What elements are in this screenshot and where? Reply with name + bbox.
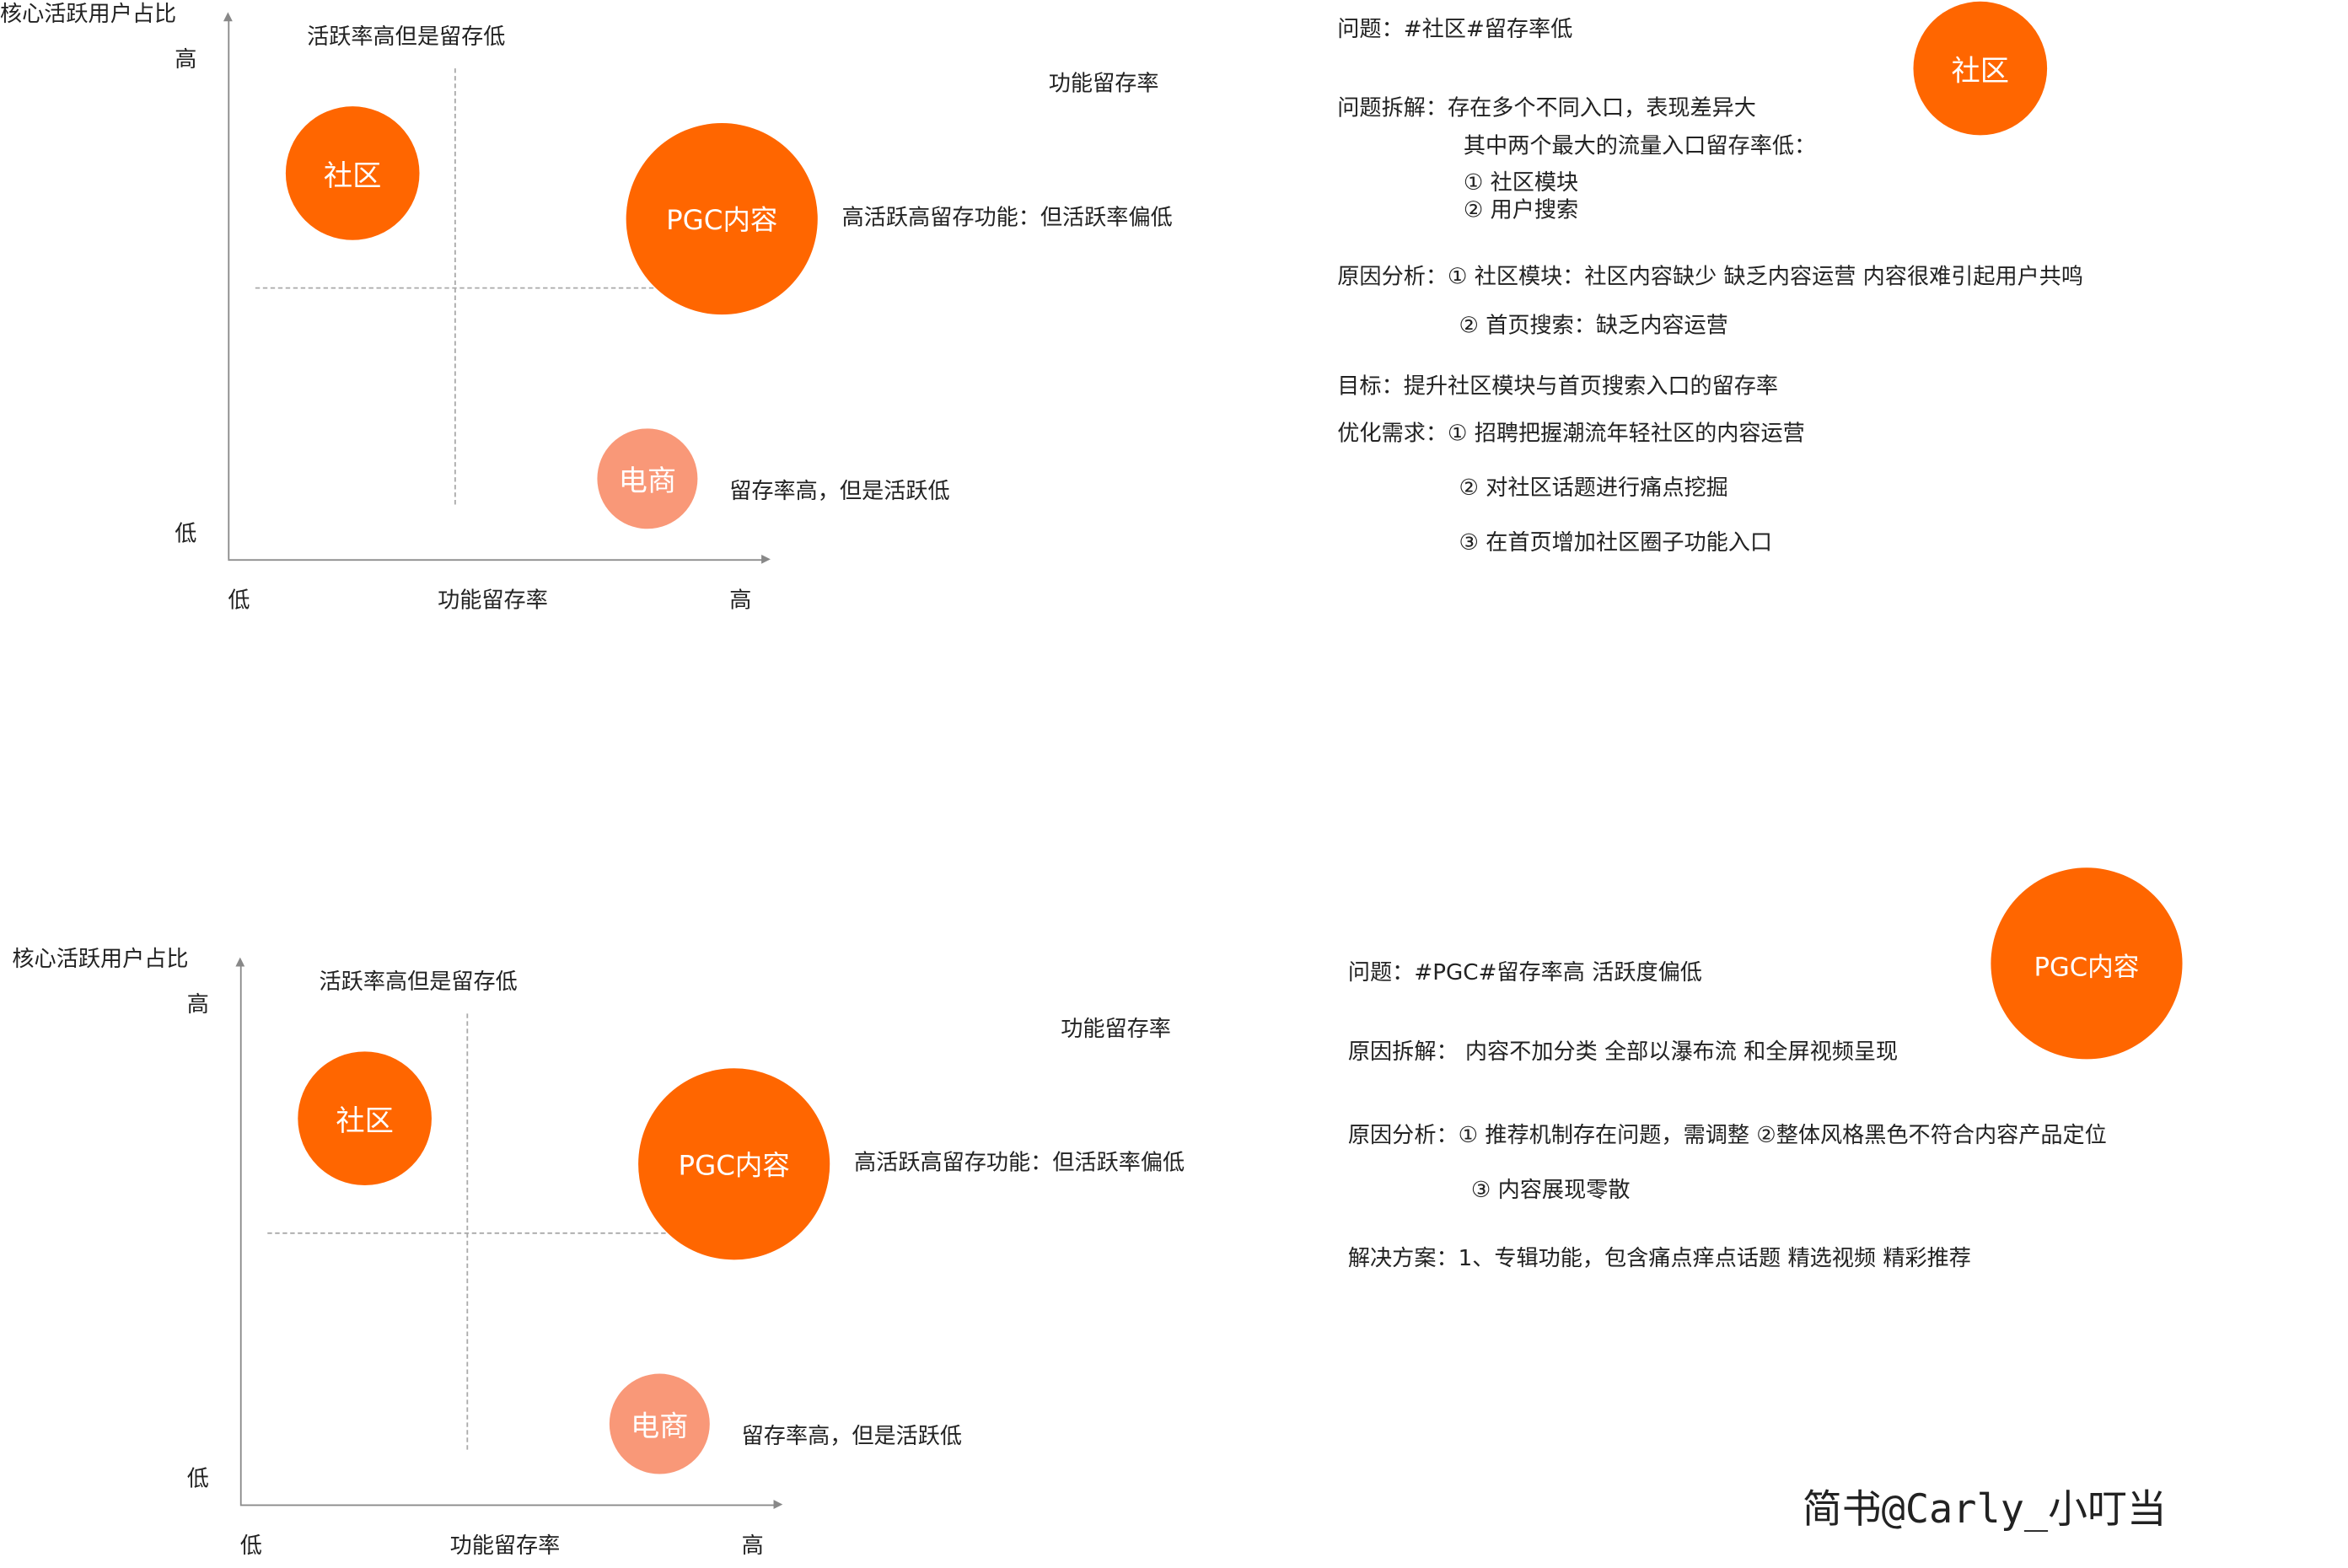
quadrant-label-top-left: 活跃率高但是留存低 (307, 25, 506, 51)
x-low-label: 低 (239, 1534, 262, 1560)
problem-text: 问题：#PGC#留存率高 活跃度偏低 (1347, 961, 1702, 986)
y-axis (228, 18, 230, 560)
x-axis (239, 1504, 776, 1506)
breakdown-text: 原因拆解： 内容不加分类 全部以瀑布流 和全屏视频呈现 (1347, 1040, 1899, 1066)
bubble-label: 电商 (618, 464, 677, 498)
y-axis (239, 963, 242, 1505)
y-high-label: 高 (186, 993, 209, 1018)
y-axis-label: 核心活跃用户占比 (12, 948, 189, 973)
y-axis-label: 核心活跃用户占比 (0, 3, 177, 27)
y-low-label: 低 (186, 1467, 209, 1492)
divider-horizontal (255, 287, 669, 289)
x-high-label: 高 (741, 1534, 764, 1560)
breakdown-item: ② 用户搜索 (1463, 198, 1579, 223)
quadrant-label-top-right: 功能留存率 (1048, 72, 1159, 97)
requirement-text: ③ 在首页增加社区圈子功能入口 (1459, 531, 1773, 556)
breakdown-detail: 其中两个最大的流量入口留存率低： (1463, 134, 1817, 159)
bubble-label: 社区 (1951, 53, 2010, 88)
x-axis-label: 功能留存率 (449, 1534, 561, 1560)
community-bubble: 社区 (298, 1051, 432, 1186)
cause-text: 原因分析：① 推荐机制存在问题，需调整 ②整体风格黑色不符合内容产品定位 (1347, 1124, 2107, 1149)
breakdown-text: 问题拆解：存在多个不同入口，表现差异大 (1337, 96, 1756, 121)
bubble-label: 社区 (336, 1104, 394, 1138)
pgc-note: 高活跃高留存功能：但活跃率偏低 (854, 1151, 1185, 1176)
y-low-label: 低 (175, 522, 197, 547)
problem-text: 问题：#社区#留存率低 (1337, 18, 1573, 43)
x-axis-arrow-icon (761, 554, 771, 564)
divider-vertical (466, 1013, 469, 1450)
y-high-label: 高 (175, 48, 197, 73)
community-bubble: 社区 (1913, 1, 2048, 136)
breakdown-item: ① 社区模块 (1463, 171, 1579, 196)
y-axis-arrow-icon (223, 12, 233, 22)
watermark: 简书@Carly_小叮当 (1802, 1487, 2167, 1533)
community-bubble: 社区 (285, 106, 420, 240)
ecommerce-bubble: 电商 (597, 428, 698, 529)
quadrant-chart-2: 核心活跃用户占比 高 低 低 功能留存率 高 活跃率高但是留存低 功能留存率 社… (12, 945, 1258, 1568)
divider-vertical (454, 68, 456, 505)
quadrant-chart-1: 核心活跃用户占比 高 低 低 功能留存率 高 活跃率高但是留存低 功能留存率 社… (0, 0, 1246, 623)
bubble-label: PGC内容 (2034, 952, 2140, 983)
x-axis-arrow-icon (773, 1500, 783, 1509)
bubble-label: PGC内容 (678, 1150, 790, 1183)
ecommerce-bubble: 电商 (609, 1373, 710, 1474)
goal-text: 目标：提升社区模块与首页搜索入口的留存率 (1337, 374, 1779, 400)
requirement-text: 优化需求：① 招聘把握潮流年轻社区的内容运营 (1337, 422, 1805, 447)
cause-text: ② 首页搜索：缺乏内容运营 (1459, 314, 1728, 339)
bubble-label: PGC内容 (666, 205, 778, 238)
divider-horizontal (267, 1232, 681, 1234)
x-axis (228, 559, 763, 561)
x-axis-label: 功能留存率 (438, 588, 548, 614)
y-axis-arrow-icon (235, 957, 245, 967)
x-high-label: 高 (729, 588, 752, 614)
solution-text: 解决方案：1、专辑功能，包含痛点痒点话题 精选视频 精彩推荐 (1347, 1247, 1971, 1272)
x-low-label: 低 (228, 588, 250, 614)
quadrant-label-top-right: 功能留存率 (1061, 1018, 1171, 1043)
bubble-label: 电商 (631, 1409, 689, 1443)
bubble-label: 社区 (323, 158, 382, 193)
pgc-bubble: PGC内容 (638, 1068, 830, 1260)
pgc-note: 高活跃高留存功能：但活跃率偏低 (841, 206, 1173, 231)
pgc-bubble: PGC内容 (1991, 867, 2183, 1060)
cause-text: 原因分析：① 社区模块：社区内容缺少 缺乏内容运营 内容很难引起用户共鸣 (1337, 266, 2084, 290)
ecommerce-note: 留存率高，但是活跃低 (729, 480, 950, 505)
pgc-bubble: PGC内容 (626, 123, 818, 315)
requirement-text: ② 对社区话题进行痛点挖掘 (1459, 476, 1728, 502)
cause-text: ③ 内容展现零散 (1470, 1179, 1631, 1204)
ecommerce-note: 留存率高，但是活跃低 (741, 1425, 963, 1450)
quadrant-label-top-left: 活跃率高但是留存低 (319, 970, 518, 996)
